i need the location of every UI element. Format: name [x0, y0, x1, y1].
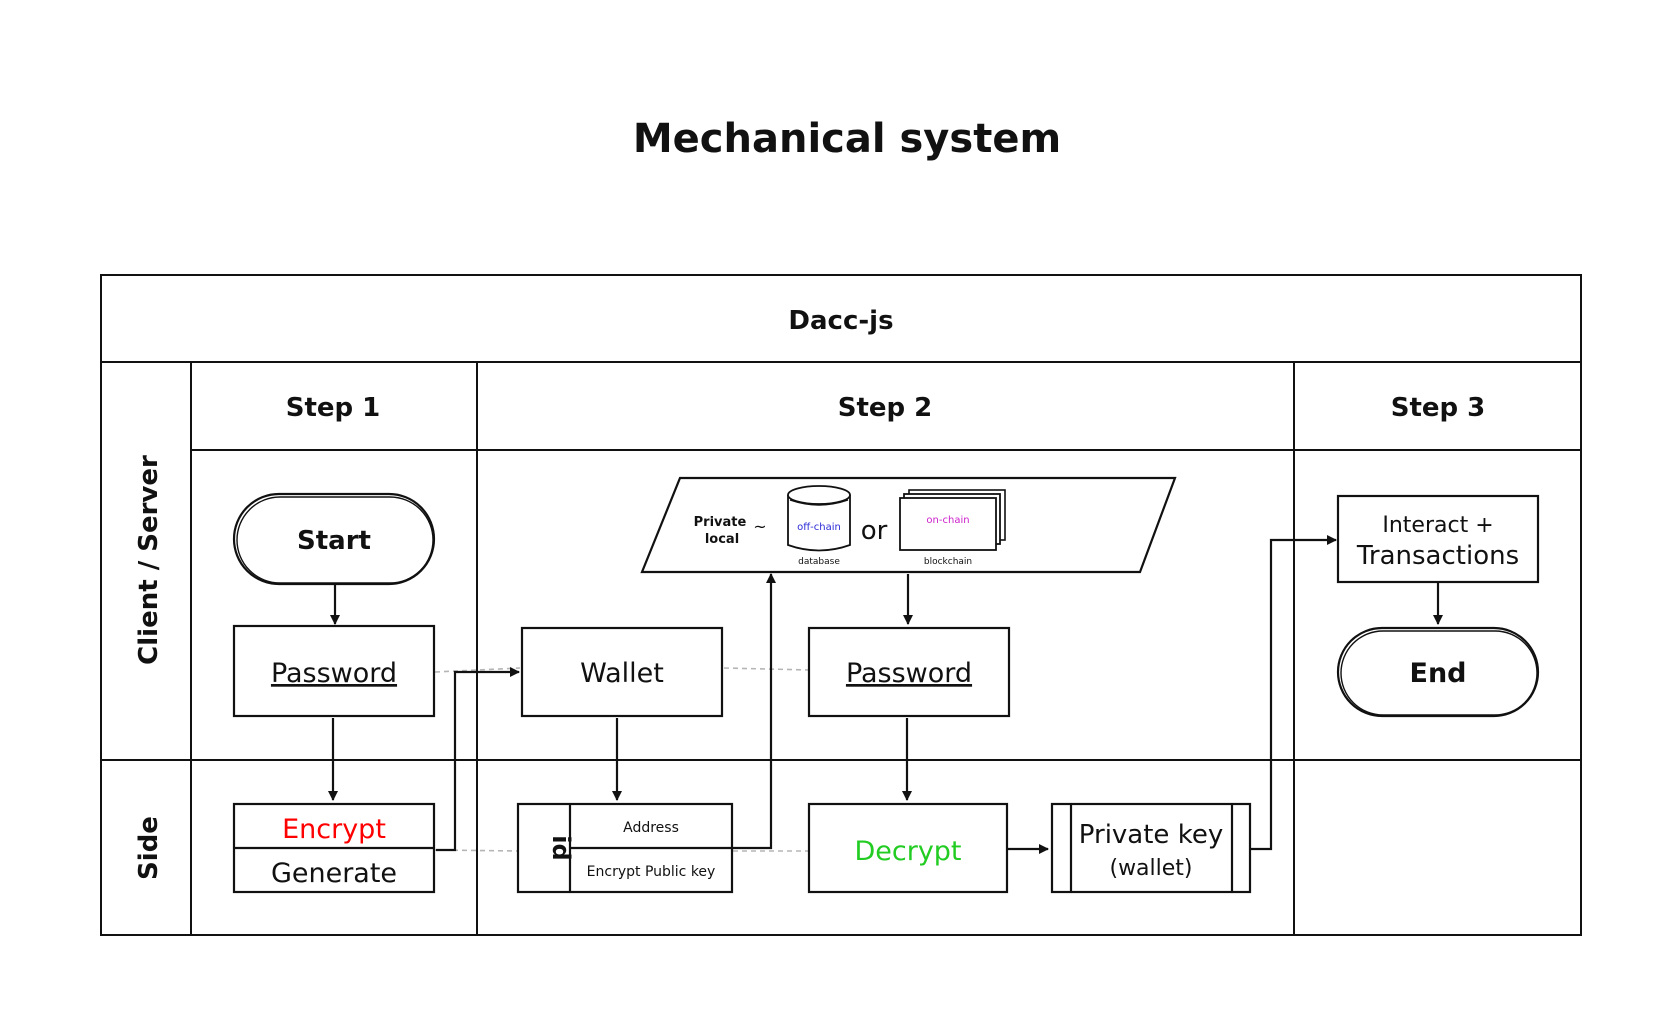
step-2-header: Step 2 [838, 393, 933, 423]
end-label: End [1410, 658, 1467, 689]
page-title: Mechanical system [633, 116, 1061, 162]
password-node-step2: Password [807, 626, 1011, 718]
dashed-guides [434, 667, 811, 852]
start-node: Start [232, 492, 436, 586]
generate-label: Generate [271, 858, 397, 889]
id-record-node: id Address Encrypt Public key [516, 802, 734, 894]
decrypt-label: Decrypt [854, 836, 961, 867]
decrypt-node: Decrypt [807, 802, 1009, 894]
pool-label: Dacc-js [788, 306, 893, 336]
pool-frame [100, 274, 1582, 936]
step-3-header: Step 3 [1391, 393, 1486, 423]
blockchain-icon [899, 489, 1006, 551]
address-label: Address [623, 820, 679, 836]
offchain-label: off-chain [797, 522, 841, 533]
wallet-label: Wallet [580, 658, 664, 689]
encrypt-generate-node: Encrypt Generate [232, 802, 436, 894]
transactions-label: Transactions [1356, 541, 1519, 571]
private-key-sublabel: (wallet) [1109, 856, 1192, 881]
connectors [328, 535, 1443, 854]
private-key-label: Private key [1079, 820, 1223, 850]
interact-transactions-node: Interact + Transactions [1336, 494, 1540, 584]
id-label: id [547, 835, 575, 860]
database-label: database [798, 557, 840, 567]
step-1-header: Step 1 [286, 393, 381, 423]
start-label: Start [297, 526, 371, 556]
storage-or: or [861, 516, 888, 546]
password-node-step1: Password [232, 624, 436, 718]
lane-label-side: Side [134, 816, 164, 880]
lane-label-client-server: Client / Server [134, 455, 164, 665]
wallet-node: Wallet [520, 626, 724, 718]
encrypt-label: Encrypt [282, 814, 386, 845]
storage-local-label: local [705, 532, 739, 547]
storage-tilde: ~ [753, 517, 766, 536]
password-label-step1: Password [271, 658, 397, 689]
end-node: End [1336, 626, 1540, 718]
database-icon [787, 485, 851, 552]
private-key-node: Private key (wallet) [1050, 802, 1252, 894]
storage-node: Private local ~ off-chain database or on… [640, 476, 1177, 574]
password-label-step2: Password [846, 658, 972, 689]
storage-private-label: Private [694, 515, 747, 530]
onchain-label: on-chain [926, 515, 969, 526]
interact-label: Interact + [1382, 513, 1493, 538]
encrypt-public-key-label: Encrypt Public key [587, 864, 716, 880]
blockchain-label: blockchain [924, 557, 972, 567]
